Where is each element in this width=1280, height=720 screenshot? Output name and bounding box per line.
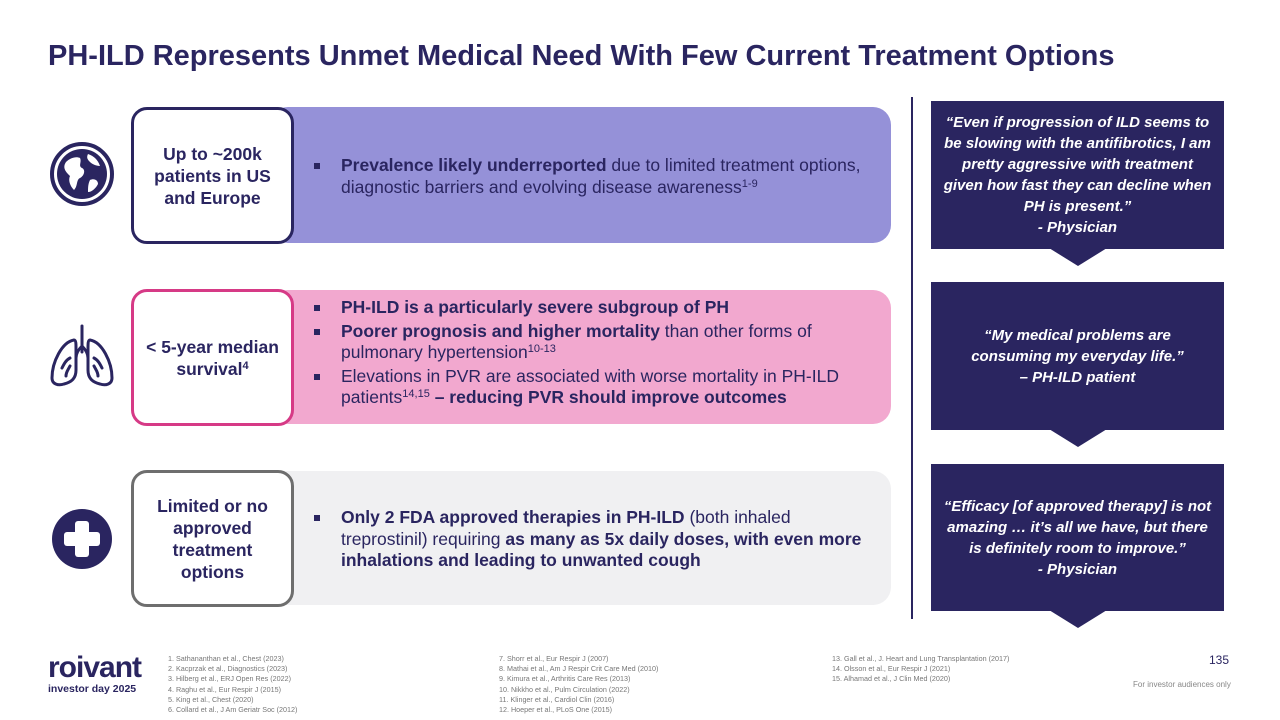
reference-item: 4. Raghu et al., Eur Respir J (2015) bbox=[168, 684, 282, 694]
page-title: PH-ILD Represents Unmet Medical Need Wit… bbox=[48, 40, 1115, 72]
quote-text: “Even if progression of ILD seems to be … bbox=[943, 114, 1212, 215]
lungs-icon bbox=[50, 324, 114, 387]
reference-item: 8. Mathai et al., Am J Respir Crit Care … bbox=[499, 664, 659, 674]
quote-text: “Efficacy [of approved therapy] is not a… bbox=[943, 497, 1212, 557]
roivant-logo: roivant investor day 2025 bbox=[48, 651, 142, 696]
reference-item: 14. Olsson et al., Eur Respir J (2021) bbox=[832, 664, 951, 674]
reference-item: 1. Sathananthan et al., Chest (2023) bbox=[168, 654, 284, 663]
quote-pointer bbox=[1049, 248, 1107, 266]
stat-box: < 5-year median survival4 bbox=[131, 289, 294, 426]
stat-box: Limited or no approved treatment options bbox=[131, 470, 294, 607]
bullet-item: Poorer prognosis and higher mortality th… bbox=[312, 321, 872, 364]
reference-item: 15. Alhamad et al., J Clin Med (2020) bbox=[832, 674, 951, 684]
page-number: 135 bbox=[1209, 653, 1230, 667]
bullet-item: Elevations in PVR are associated with wo… bbox=[312, 366, 872, 409]
quote-pointer bbox=[1049, 610, 1107, 628]
quote-card: “Efficacy [of approved therapy] is not a… bbox=[931, 464, 1224, 628]
reference-item: 10. Nikkho et al., Pulm Circulation (202… bbox=[499, 684, 630, 694]
references-col-3: 13. Gall et al., J. Heart and Lung Trans… bbox=[832, 654, 1009, 685]
references-col-2: 7. Shorr et al., Eur Respir J (2007) 8. … bbox=[499, 654, 658, 715]
logo-wordmark: roivant bbox=[48, 651, 142, 684]
quote-pointer bbox=[1049, 429, 1107, 447]
bullet-item: Only 2 FDA approved therapies in PH-ILD … bbox=[312, 507, 872, 572]
stat-text: < 5-year median survival4 bbox=[146, 336, 279, 379]
reference-item: 2. Kacprzak et al., Diagnostics (2023) bbox=[168, 664, 288, 674]
reference-item: 6. Collard et al., J Am Geriatr Soc (201… bbox=[168, 705, 298, 715]
reference-item: 3. Hilberg et al., ERJ Open Res (2022) bbox=[168, 674, 292, 684]
reference-item: 13. Gall et al., J. Heart and Lung Trans… bbox=[832, 654, 1010, 663]
logo-subtitle: investor day 2025 bbox=[48, 683, 137, 695]
quote-attribution: - Physician bbox=[1037, 219, 1118, 236]
stat-box: Up to ~200k patients in US and Europe bbox=[131, 107, 294, 244]
reference-item: 5. King et al., Chest (2020) bbox=[168, 694, 254, 704]
prevalence-band bbox=[270, 107, 891, 243]
audience-footnote: For investor audiences only bbox=[1133, 680, 1231, 689]
quote-card: “Even if progression of ILD seems to be … bbox=[931, 101, 1224, 266]
bullet-list: Prevalence likely underreported due to l… bbox=[312, 155, 872, 200]
quote-attribution: – PH-ILD patient bbox=[1019, 368, 1136, 386]
medical-cross-icon bbox=[52, 509, 112, 569]
reference-item: 9. Kimura et al., Arthritis Care Res (20… bbox=[499, 674, 631, 684]
reference-item: 7. Shorr et al., Eur Respir J (2007) bbox=[499, 654, 609, 663]
bullet-item: Prevalence likely underreported due to l… bbox=[312, 155, 872, 198]
bullet-list: Only 2 FDA approved therapies in PH-ILD … bbox=[312, 507, 872, 574]
treatment-band bbox=[270, 471, 891, 605]
globe-icon bbox=[50, 142, 114, 206]
references-col-1: 1. Sathananthan et al., Chest (2023) 2. … bbox=[168, 654, 297, 715]
survival-band bbox=[270, 290, 891, 424]
quote-attribution: - Physician bbox=[1037, 560, 1118, 578]
vertical-divider bbox=[911, 97, 913, 619]
reference-item: 11. Klinger et al., Cardiol Clin (2016) bbox=[499, 694, 615, 704]
bullet-item: PH-ILD is a particularly severe subgroup… bbox=[312, 297, 872, 319]
reference-item: 12. Hoeper et al., PLoS One (2015) bbox=[499, 705, 613, 715]
bullet-list: PH-ILD is a particularly severe subgroup… bbox=[312, 297, 872, 411]
quote-text: “My medical problems are consuming my ev… bbox=[971, 326, 1184, 365]
quote-card: “My medical problems are consuming my ev… bbox=[931, 282, 1224, 447]
